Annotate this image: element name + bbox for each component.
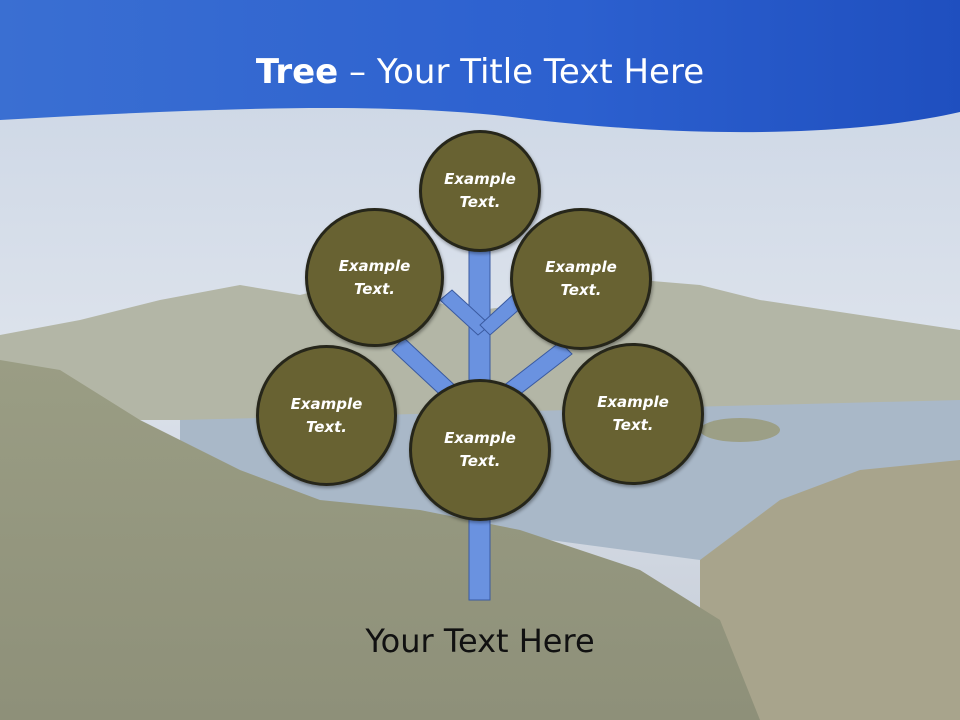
node-label: Example Text. [444, 429, 516, 470]
tree-node-lower-left: Example Text. [256, 345, 397, 486]
tree-node-upper-left: Example Text. [305, 208, 444, 347]
node-label: Example Text. [338, 256, 411, 298]
tree-node-lower-right: Example Text. [562, 343, 704, 485]
title-bold: Tree [255, 52, 339, 92]
tree-node-upper-right: Example Text. [510, 208, 652, 350]
node-label: Example Text. [444, 170, 516, 211]
title-dash: – [338, 52, 377, 92]
tree-node-center: Example Text. [409, 379, 551, 521]
footer-text: Your Text Here [365, 622, 595, 660]
node-label: Example Text. [597, 393, 669, 434]
tree-node-top: Example Text. [419, 130, 541, 252]
node-label: Example Text. [290, 394, 363, 436]
title-rest: Your Title Text Here [376, 52, 705, 92]
node-label: Example Text. [545, 258, 617, 299]
slide-title: Tree – Your Title Text Here [0, 52, 960, 92]
